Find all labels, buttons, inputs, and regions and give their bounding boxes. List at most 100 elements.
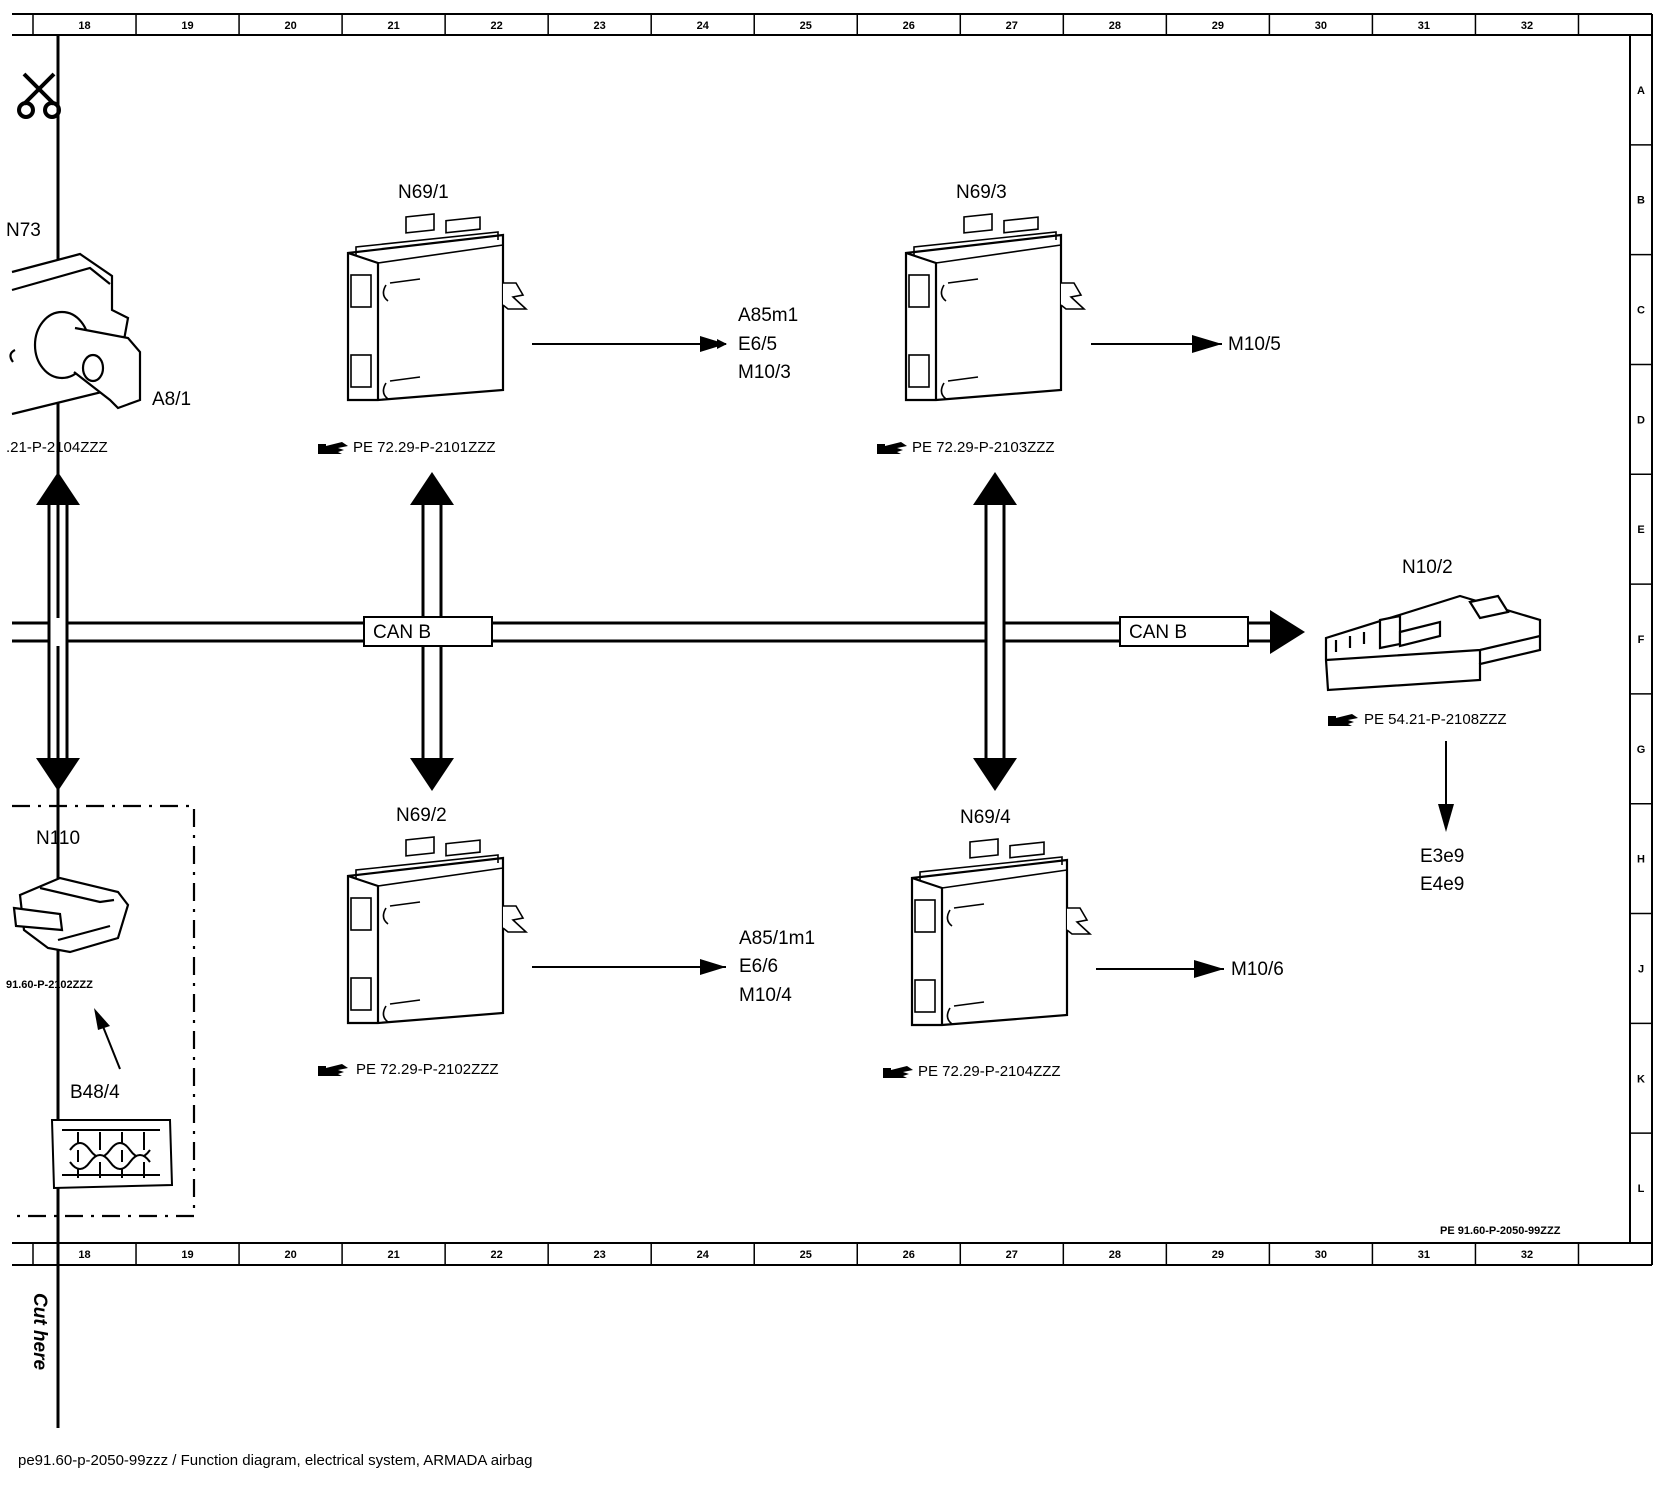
n69-2-component: N69/2 PE 72.29-P-2102ZZZ A85/1m1 E6/6 M1… bbox=[318, 805, 815, 1078]
row-letter: F bbox=[1638, 634, 1645, 646]
row-letter: A bbox=[1637, 85, 1645, 97]
svg-text:E3e9: E3e9 bbox=[1420, 846, 1464, 867]
column-number: 23 bbox=[594, 1249, 606, 1261]
svg-text:N10/2: N10/2 bbox=[1402, 557, 1453, 578]
column-number: 28 bbox=[1109, 1249, 1121, 1261]
column-number: 31 bbox=[1418, 1249, 1430, 1261]
svg-text:CAN B: CAN B bbox=[373, 622, 431, 643]
column-number: 26 bbox=[903, 20, 915, 32]
svg-text:M10/3: M10/3 bbox=[738, 362, 791, 383]
svg-text:.21-P-2104ZZZ: .21-P-2104ZZZ bbox=[6, 439, 108, 456]
can-bus bbox=[12, 500, 1255, 758]
svg-text:N69/2: N69/2 bbox=[396, 805, 447, 826]
row-letter: H bbox=[1637, 854, 1645, 866]
row-letter: E bbox=[1637, 524, 1644, 536]
svg-text:N69/3: N69/3 bbox=[956, 182, 1007, 203]
column-number: 28 bbox=[1109, 20, 1121, 32]
svg-text:CAN B: CAN B bbox=[1129, 622, 1187, 643]
svg-text:PE 72.29-P-2101ZZZ: PE 72.29-P-2101ZZZ bbox=[353, 439, 496, 456]
svg-text:PE 72.29-P-2102ZZZ: PE 72.29-P-2102ZZZ bbox=[356, 1061, 499, 1078]
svg-text:PE 72.29-P-2103ZZZ: PE 72.29-P-2103ZZZ bbox=[912, 439, 1055, 456]
column-number: 27 bbox=[1006, 20, 1018, 32]
column-number: 21 bbox=[387, 1249, 399, 1261]
row-letter: J bbox=[1638, 963, 1644, 975]
svg-text:M10/5: M10/5 bbox=[1228, 334, 1281, 355]
pointing-hand-icon bbox=[1328, 714, 1358, 726]
can-b-label-2: CAN B bbox=[1119, 616, 1249, 647]
svg-text:N73: N73 bbox=[6, 220, 41, 241]
column-number: 24 bbox=[697, 20, 710, 32]
column-number: 19 bbox=[181, 1249, 193, 1261]
svg-text:PE 72.29-P-2104ZZZ: PE 72.29-P-2104ZZZ bbox=[918, 1063, 1061, 1080]
row-letter: L bbox=[1638, 1183, 1645, 1195]
column-number: 24 bbox=[697, 1249, 710, 1261]
n10-2-component: N10/2 PE 54.21-P-2108ZZZ E3e9 E4e9 bbox=[1324, 557, 1542, 895]
svg-text:B48/4: B48/4 bbox=[70, 1082, 120, 1103]
column-number: 30 bbox=[1315, 1249, 1327, 1261]
bus-arrowheads bbox=[36, 472, 1305, 791]
row-letter: G bbox=[1637, 744, 1646, 756]
column-number: 29 bbox=[1212, 1249, 1224, 1261]
ignition-switch-drawing bbox=[9, 252, 142, 416]
can-b-label-1: CAN B bbox=[363, 616, 493, 647]
row-labels: A B C D E F G H J K L bbox=[1637, 85, 1646, 1195]
column-labels: 18 18 19 19 20 20 21 21 22 22 23 23 24 24 25 25 26 26 27 27… bbox=[78, 20, 1533, 1261]
svg-text:N69/1: N69/1 bbox=[398, 182, 449, 203]
svg-text:91.60-P-2102ZZZ: 91.60-P-2102ZZZ bbox=[6, 979, 93, 991]
sheet-reference: PE 91.60-P-2050-99ZZZ bbox=[1440, 1225, 1561, 1237]
svg-text:E4e9: E4e9 bbox=[1420, 874, 1464, 895]
column-number: 18 bbox=[78, 1249, 90, 1261]
column-number: 21 bbox=[387, 20, 399, 32]
column-number: 29 bbox=[1212, 20, 1224, 32]
svg-text:A85m1: A85m1 bbox=[738, 305, 798, 326]
column-number: 30 bbox=[1315, 20, 1327, 32]
svg-text:M10/6: M10/6 bbox=[1231, 959, 1284, 980]
drawing-frame bbox=[12, 13, 1653, 1266]
n69-1-component: N69/1 PE 72.29-P-2101ZZZ A85m1 E6/5 M10/… bbox=[318, 182, 798, 456]
scissors-icon bbox=[17, 72, 61, 119]
cut-here-label: Cut here bbox=[29, 1293, 50, 1371]
column-number: 20 bbox=[284, 20, 296, 32]
pointing-hand-icon bbox=[318, 442, 348, 454]
row-letter: C bbox=[1637, 305, 1645, 317]
svg-text:PE 54.21-P-2108ZZZ: PE 54.21-P-2108ZZZ bbox=[1364, 711, 1507, 728]
n69-3-component: N69/3 PE 72.29-P-2103ZZZ M10/5 bbox=[877, 182, 1281, 456]
sensor-mat-drawing bbox=[50, 1119, 174, 1190]
n73-component: N73 A8/1 .21-P-2104ZZZ bbox=[6, 220, 191, 456]
column-number: 20 bbox=[284, 1249, 296, 1261]
svg-text:A85/1m1: A85/1m1 bbox=[739, 928, 815, 949]
pointing-hand-icon bbox=[883, 1066, 913, 1078]
svg-text:E6/5: E6/5 bbox=[738, 334, 777, 355]
weight-sensing-module-drawing bbox=[12, 876, 130, 954]
row-letter: K bbox=[1637, 1073, 1645, 1085]
column-number: 23 bbox=[594, 20, 606, 32]
column-number: 32 bbox=[1521, 1249, 1533, 1261]
n69-4-component: N69/4 PE 72.29-P-2104ZZZ M10/6 bbox=[883, 807, 1284, 1080]
row-ticks bbox=[1630, 144, 1652, 1134]
column-number: 27 bbox=[1006, 1249, 1018, 1261]
column-number: 25 bbox=[800, 20, 812, 32]
sam-module-drawing bbox=[1324, 594, 1542, 692]
column-number: 22 bbox=[491, 20, 503, 32]
svg-text:E6/6: E6/6 bbox=[739, 956, 778, 977]
svg-text:M10/4: M10/4 bbox=[739, 985, 792, 1006]
column-number: 19 bbox=[181, 20, 193, 32]
row-letter: B bbox=[1637, 195, 1645, 207]
column-number: 18 bbox=[78, 20, 90, 32]
svg-text:N110: N110 bbox=[36, 828, 80, 849]
pointing-hand-icon bbox=[877, 442, 907, 454]
n110-component: N110 91.60-P-2102ZZZ B48/4 bbox=[6, 804, 196, 1218]
footer-caption: pe91.60-p-2050-99zzz / Function diagram,… bbox=[18, 1452, 532, 1469]
column-number: 22 bbox=[491, 1249, 503, 1261]
svg-text:A8/1: A8/1 bbox=[152, 389, 191, 410]
column-number: 26 bbox=[903, 1249, 915, 1261]
column-number: 25 bbox=[800, 1249, 812, 1261]
column-number: 31 bbox=[1418, 20, 1430, 32]
svg-text:N69/4: N69/4 bbox=[960, 807, 1011, 828]
column-ticks bbox=[135, 14, 1580, 1265]
pointing-hand-icon bbox=[318, 1064, 348, 1076]
bus-junction-caps bbox=[12, 621, 1255, 643]
row-letter: D bbox=[1637, 414, 1645, 426]
column-number: 32 bbox=[1521, 20, 1533, 32]
